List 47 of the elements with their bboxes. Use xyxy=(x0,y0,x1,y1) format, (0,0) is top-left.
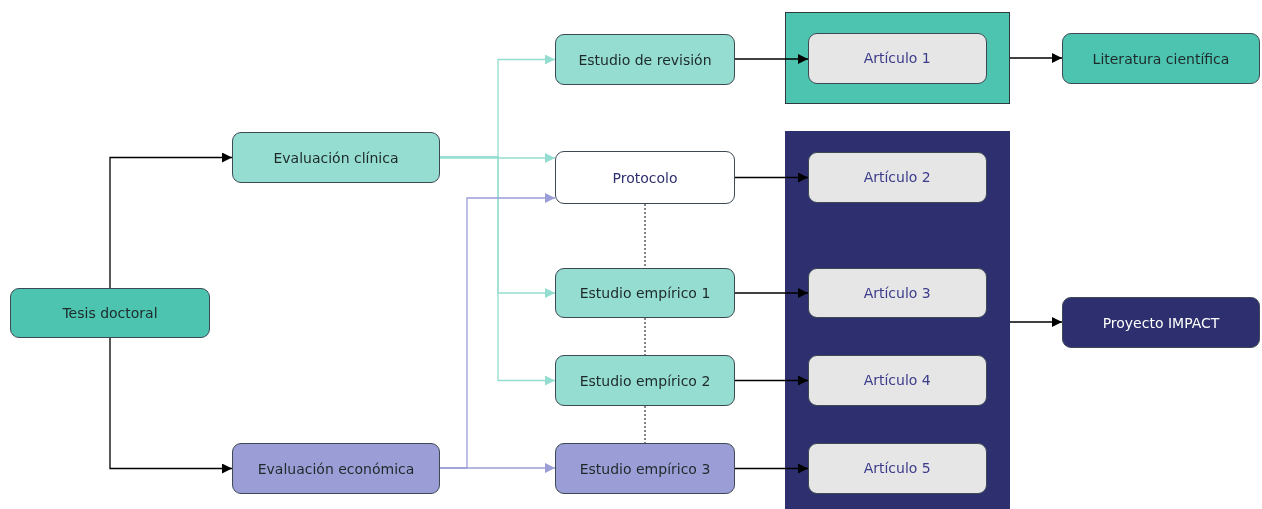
arrow xyxy=(734,463,809,474)
process-box xyxy=(555,268,735,318)
dotted-connector xyxy=(644,317,646,356)
arrow xyxy=(109,152,233,289)
node-label: Artículo 4 xyxy=(863,372,931,389)
article-box xyxy=(807,442,987,494)
node-label: Estudio de revisión xyxy=(578,51,712,68)
process-box xyxy=(555,34,735,85)
output-box xyxy=(1062,33,1260,84)
node-label: Artículo 3 xyxy=(863,284,931,301)
arrow xyxy=(439,153,556,163)
process-box xyxy=(232,443,440,494)
dotted-connector xyxy=(644,405,646,444)
arrow xyxy=(439,463,556,473)
node-label: Artículo 2 xyxy=(863,169,931,186)
arrow xyxy=(1009,317,1063,327)
arrow xyxy=(734,288,809,298)
arrow xyxy=(439,156,556,386)
node-label: Evaluación clínica xyxy=(273,149,399,166)
arrow xyxy=(734,172,809,183)
process-box xyxy=(232,132,440,183)
article-box xyxy=(807,151,987,203)
output-box xyxy=(1062,297,1260,348)
arrow xyxy=(1009,53,1063,63)
arrow xyxy=(734,375,809,386)
group-panel xyxy=(785,12,1010,104)
node-label: Proyecto IMPACT xyxy=(1102,314,1220,331)
node-label: Protocolo xyxy=(612,169,678,186)
article-box xyxy=(807,354,987,406)
node-label: Estudio empírico 1 xyxy=(579,285,711,301)
article-box xyxy=(807,32,987,84)
article-box xyxy=(807,267,987,318)
node-label: Estudio empírico 2 xyxy=(579,372,711,389)
node-label: Literatura científica xyxy=(1092,50,1230,67)
node-label: Estudio empírico 3 xyxy=(579,460,711,477)
arrow xyxy=(109,337,233,474)
node-label: Evaluación económica xyxy=(257,460,415,477)
process-box xyxy=(555,151,735,204)
process-box xyxy=(10,288,210,338)
node-label: Artículo 5 xyxy=(863,460,931,477)
process-box xyxy=(555,355,735,406)
group-panel xyxy=(785,131,1010,509)
dotted-connector xyxy=(644,203,646,269)
node-label: Tesis doctoral xyxy=(62,305,158,321)
arrow xyxy=(734,54,809,64)
node-label: Artículo 1 xyxy=(863,50,931,67)
process-box xyxy=(555,443,735,494)
